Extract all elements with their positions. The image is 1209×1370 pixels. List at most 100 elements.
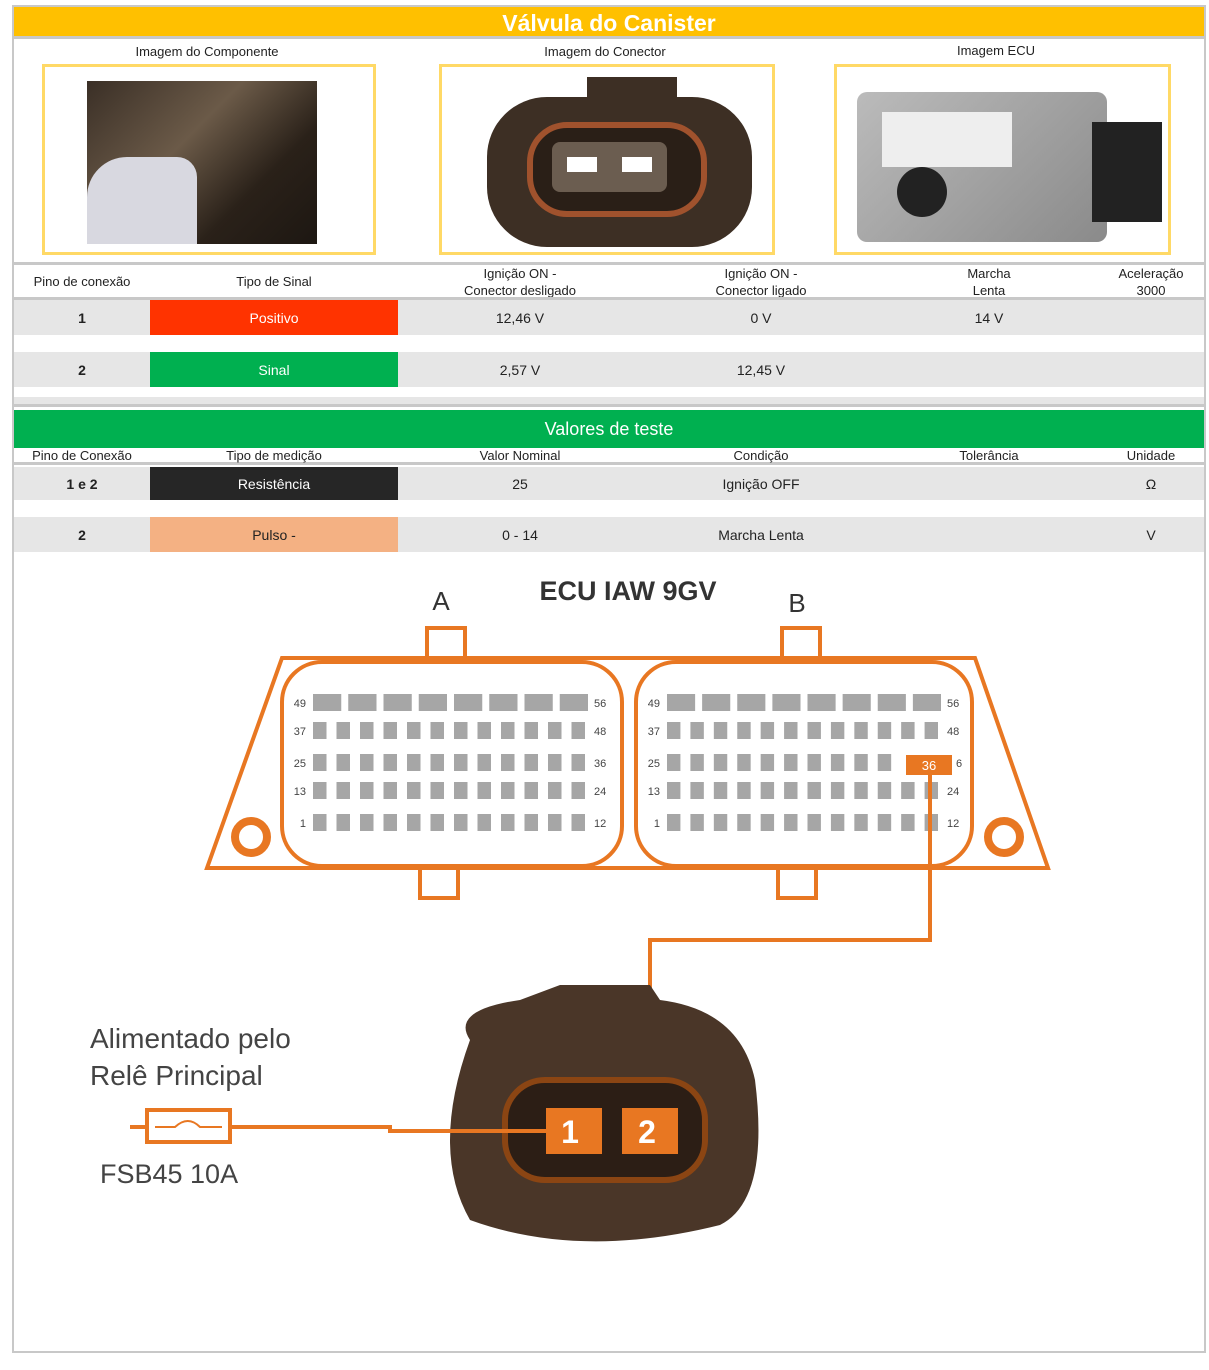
ecu-pin [667,722,681,739]
ecu-pin [313,694,342,711]
ecu-pin [854,754,868,771]
supply-wire [230,1125,546,1133]
measurement-type-cell: Pulso - [150,517,398,552]
divider [14,297,1204,300]
col-header: Condição [733,447,789,463]
col-header: Valor Nominal [479,447,561,463]
col-header: Tipo de medição [226,447,322,463]
ecu-pin [336,754,350,771]
ecu-pin [571,814,585,831]
ecu-pin [559,694,588,711]
ecu-pin [524,782,538,799]
ecu-pin [477,782,491,799]
pin-number-label: 12 [594,818,606,830]
pin-number-label: 1 [654,818,660,830]
ecu-pin [667,754,681,771]
ecu-pin [524,694,553,711]
test-table-header: Pino de Conexão Tipo de medição Valor No… [14,448,1204,465]
ecu-pin [807,814,821,831]
ecu-pin [667,782,681,799]
pin-number-label: 48 [947,726,959,738]
pin-cell: 1 e 2 [66,475,98,492]
connector-image-label: Imagem do Conector [544,44,666,59]
ecu-pin [313,782,327,799]
ecu-pin [702,694,731,711]
component-image [42,64,376,255]
ecu-pin [877,754,892,771]
supply-text-line2: Relê Principal [90,1060,263,1091]
ecu-pin [713,782,728,799]
ecu-pin [407,814,421,831]
col-header: Tipo de Sinal [236,274,312,289]
pin-number-label: 24 [594,786,606,798]
ecu-pin [784,722,798,739]
ecu-title: ECU IAW 9GV [539,576,716,606]
signal-type-cell: Sinal [150,352,398,387]
ecu-pin [784,814,798,831]
connector-image [439,64,775,255]
col-header: Pino de conexão [33,274,131,289]
ecu-pin [737,814,751,831]
col-header: Tolerância [959,447,1019,463]
table-row: 1 e 2 Resistência 25 Ignição OFF Ω [14,467,1204,500]
ecu-pin [454,782,468,799]
ecu-pin [548,754,562,771]
ecu-pin [430,722,444,739]
ecu-pin [737,694,766,711]
divider [14,262,1204,265]
ecu-pin [877,694,906,711]
col-header: Ignição ON - Conector ligado [715,265,807,298]
ecu-pin [713,754,728,771]
ecu-pin [713,814,728,831]
pin-number-label: 56 [594,698,606,710]
ecu-pin [548,722,562,739]
nominal-cell: 0 - 14 [502,526,538,543]
ecu-pin [830,814,845,831]
pin-number-label: 12 [947,818,959,830]
ecu-pin [313,722,327,739]
ecu-pin [901,782,915,799]
connector-a-key [418,866,460,900]
test-values-title: Valores de teste [14,410,1204,448]
pin-number-label: 56 [947,698,959,710]
pin-number-label: 24 [947,786,959,798]
valve-pin-2 [622,1108,678,1154]
ecu-pin [737,754,751,771]
ecu-pin [713,722,728,739]
ecu-pin [784,754,798,771]
measurement-type-cell: Resistência [150,467,398,500]
ecu-pin [667,694,696,711]
ecu-pin [360,754,374,771]
ecu-pin [407,722,421,739]
ecu-pin [383,814,397,831]
ecu-pin [524,722,538,739]
ecu-pin [524,814,538,831]
ecu-pin [690,782,704,799]
pin-cell: 2 [78,361,86,378]
pin-cell: 2 [78,526,86,543]
ecu-pin [501,782,515,799]
pin-number-label: 49 [294,698,306,710]
pin-number-label: 13 [294,786,306,798]
ecu-pin [690,754,704,771]
pin-number-label: 25 [294,758,306,770]
connector-a-label: A [432,586,450,616]
ecu-pin [772,694,801,711]
ecu-pin [760,754,775,771]
ecu-pin [854,722,868,739]
ecu-pin [571,722,585,739]
condition-cell: Marcha Lenta [718,526,804,543]
connector-a-latch [425,626,467,660]
col-header: Pino de Conexão [32,447,132,463]
fuse-element-icon [155,1120,222,1128]
ecu-pin [807,782,821,799]
ecu-pin [760,814,775,831]
mount-hole-left [231,817,271,857]
ecu-pin [690,722,704,739]
value-cell: 2,57 V [499,361,541,378]
pin-number-label: 6 [956,758,962,770]
ecu-pin [383,782,397,799]
ecu-pin [489,694,518,711]
value-cell: 14 V [974,309,1004,326]
connector-b-key [776,866,818,900]
